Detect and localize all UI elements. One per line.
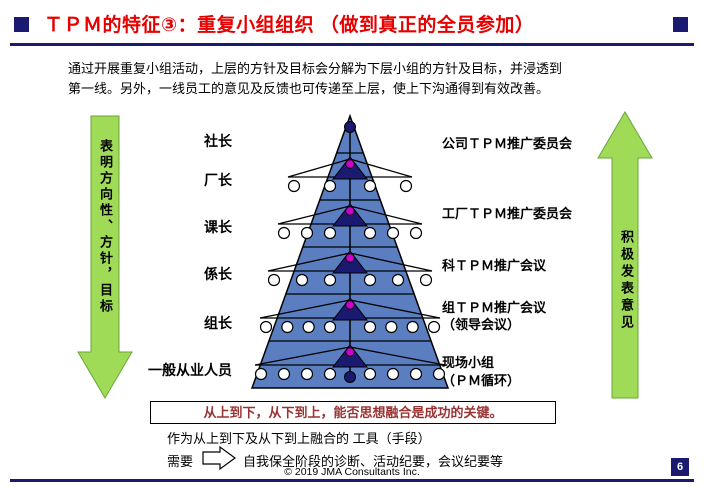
level-label-group-leader: 组长 — [204, 315, 232, 331]
member-circle — [419, 273, 433, 287]
member-circle — [259, 320, 273, 334]
branch-line — [349, 205, 423, 225]
leader-dot — [345, 347, 355, 357]
member-circle — [385, 320, 398, 334]
member-circle — [363, 226, 377, 240]
footer-line — [10, 479, 694, 482]
level-label-supervisor: 係长 — [204, 266, 232, 282]
member-circle — [287, 179, 301, 193]
key-message-box: 从上到下，从下到上，能否思想融合是成功的关键。 — [150, 401, 556, 424]
title-underline — [10, 43, 694, 46]
leader-dot — [345, 253, 355, 263]
branch-line — [277, 205, 351, 225]
page-title: ＴＰＭ的特征③：重复小组组织 （做到真正的全员参加） — [44, 15, 535, 36]
leader-dot — [345, 300, 355, 310]
org-label-group-meeting: 组ＴＰＭ推广会议 — [442, 300, 547, 315]
org-label-plant-committee: 工厂ＴＰＭ推广委员会 — [442, 206, 573, 221]
level-label-plant-manager: 厂长 — [204, 172, 232, 188]
member-circle — [363, 179, 377, 193]
member-circle — [277, 367, 291, 381]
member-circle — [363, 367, 377, 381]
leader-dot — [345, 159, 355, 169]
member-circle — [391, 273, 405, 287]
need-items: 自我保全阶段的诊断、活动纪要，会议纪要等 — [243, 454, 504, 469]
member-circle — [399, 179, 413, 193]
leader-dot — [345, 206, 355, 216]
member-circle — [323, 320, 337, 334]
bottom-leader-dot — [344, 371, 356, 383]
down-arrow-caption: 表明方向性、方针，目标 — [98, 139, 113, 315]
member-circle — [427, 320, 441, 334]
pyramid-band — [267, 250, 433, 287]
tool-line: 作为从上到下及从下到上融合的 工具（手段） — [167, 431, 431, 446]
branch-line — [259, 299, 351, 319]
org-label-dept-meeting: 科ＴＰＭ推广会议 — [442, 258, 547, 273]
member-circle — [323, 179, 337, 193]
level-label-section-chief: 课长 — [204, 219, 232, 235]
member-circle — [267, 273, 281, 287]
top-leader-dot — [344, 121, 356, 133]
page-number: 6 — [671, 458, 689, 476]
branch-line — [349, 158, 413, 178]
member-circle — [409, 226, 423, 240]
intro-paragraph: 通过开展重复小组活动，上层的方针及目标会分解为下层小组的方针及目标，并浸透到 第… — [68, 59, 648, 99]
member-circle — [432, 367, 446, 381]
pyramid-band — [254, 344, 446, 381]
pyramid-bands — [254, 156, 446, 381]
member-circle — [300, 226, 314, 240]
member-circle — [254, 367, 268, 381]
need-arrow-icon — [202, 445, 237, 471]
level-label-workers: 一般从业人员 — [148, 362, 232, 378]
up-arrow-shape — [597, 111, 653, 399]
branch-line — [349, 252, 433, 272]
member-circle — [323, 367, 337, 381]
pyramid-band — [277, 203, 423, 240]
member-circle — [363, 320, 377, 334]
org-label-pm-cycle: （ＰＭ循环） — [442, 373, 521, 388]
member-circle — [363, 273, 377, 287]
decor-square-left — [14, 17, 29, 32]
member-circle — [295, 273, 309, 287]
org-label-company-committee: 公司ＴＰＭ推广委员会 — [442, 136, 573, 151]
member-circle — [323, 226, 337, 240]
branch-line — [349, 299, 441, 319]
pyramid-band — [259, 297, 441, 334]
org-label-leader-meeting: （领导会议） — [442, 317, 521, 332]
member-circle — [277, 226, 291, 240]
branch-line — [349, 346, 446, 366]
member-circle — [302, 320, 315, 334]
member-circle — [406, 320, 419, 334]
member-circle — [300, 367, 314, 381]
branch-line — [287, 158, 351, 178]
branch-line — [254, 346, 351, 366]
branch-line — [267, 252, 351, 272]
org-label-site-group: 现场小组 — [442, 355, 495, 370]
member-circle — [323, 273, 337, 287]
copyright-text: © 2019 JMA Consultants Inc. — [284, 466, 420, 478]
pyramid-band — [287, 156, 413, 193]
intro-line-2: 第一线。另外，一线员工的意见及反馈也可传递至上层，使上下沟通得到有效改善。 — [68, 81, 550, 96]
intro-line-1: 通过开展重复小组活动，上层的方针及目标会分解为下层小组的方针及目标，并浸透到 — [68, 61, 563, 76]
member-circle — [386, 367, 400, 381]
down-arrow-shape — [77, 115, 133, 399]
need-label: 需要 — [167, 454, 194, 469]
up-arrow-caption: 积极发表意见 — [619, 230, 634, 332]
member-circle — [281, 320, 294, 334]
member-circle — [386, 226, 400, 240]
member-circle — [409, 367, 423, 381]
level-label-president: 社长 — [204, 133, 232, 149]
decor-square-right — [673, 17, 688, 32]
